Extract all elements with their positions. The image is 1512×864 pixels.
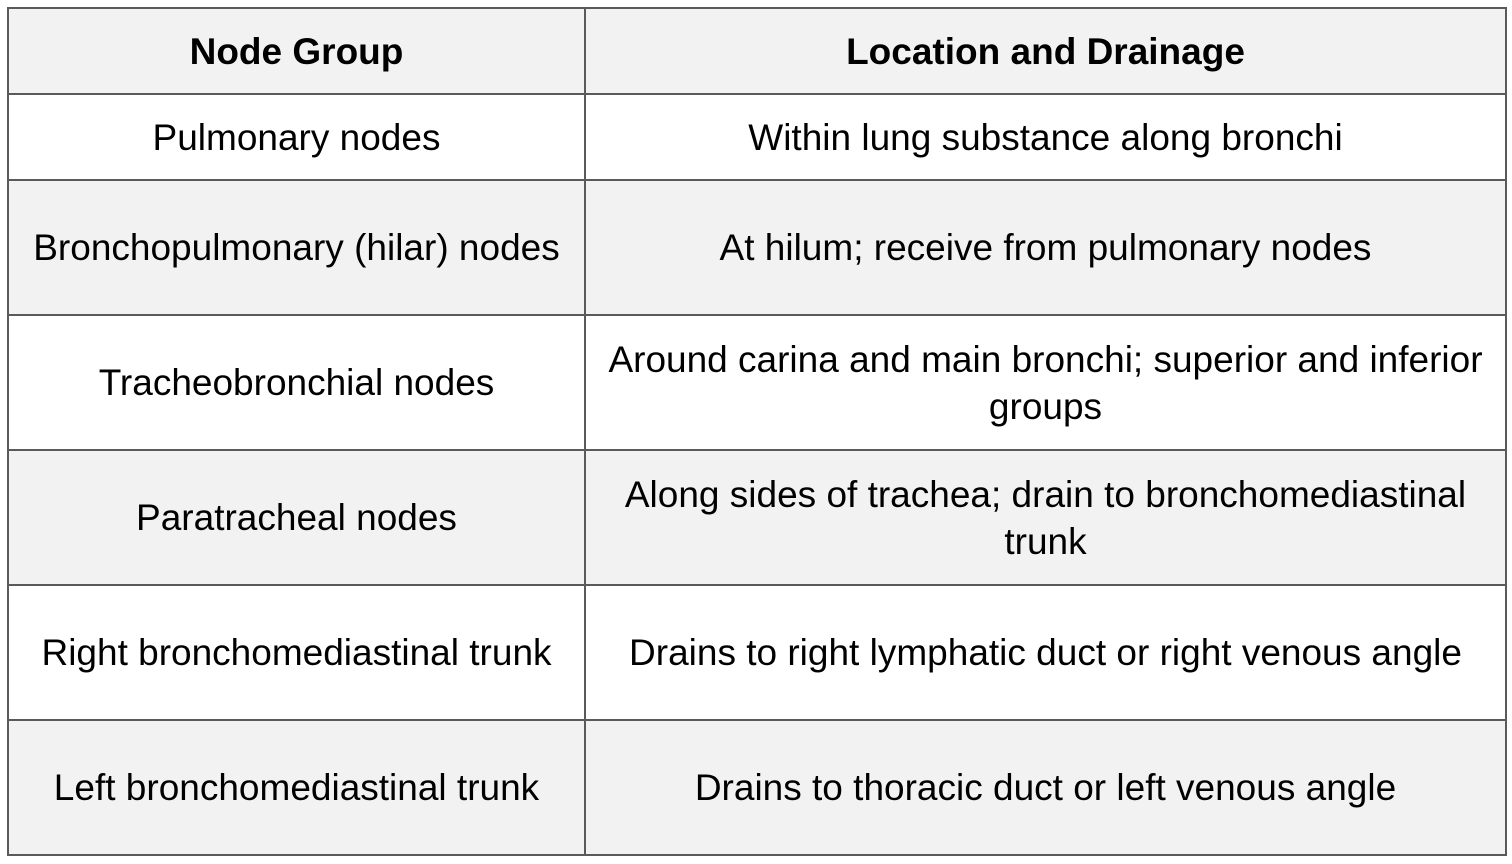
cell-location-drainage: Along sides of trachea; drain to broncho… [584,449,1507,586]
cell-location-drainage: At hilum; receive from pulmonary nodes [584,179,1507,316]
cell-node-group: Pulmonary nodes [7,93,586,181]
lymph-node-table: Node Group Location and Drainage Pulmona… [7,7,1507,856]
cell-location-drainage: Drains to right lymphatic duct or right … [584,584,1507,721]
table-row: Tracheobronchial nodes Around carina and… [7,314,1507,451]
lymph-node-table-container: Node Group Location and Drainage Pulmona… [7,7,1507,856]
cell-location-drainage: Within lung substance along bronchi [584,93,1507,181]
cell-node-group: Bronchopulmonary (hilar) nodes [7,179,586,316]
header-location-drainage: Location and Drainage [584,7,1507,95]
cell-location-drainage: Drains to thoracic duct or left venous a… [584,719,1507,856]
table-row: Right bronchomediastinal trunk Drains to… [7,584,1507,721]
table-row: Paratracheal nodes Along sides of trache… [7,449,1507,586]
header-node-group: Node Group [7,7,586,95]
cell-node-group: Right bronchomediastinal trunk [7,584,586,721]
cell-location-drainage: Around carina and main bronchi; superior… [584,314,1507,451]
cell-node-group: Tracheobronchial nodes [7,314,586,451]
cell-node-group: Paratracheal nodes [7,449,586,586]
table-row: Left bronchomediastinal trunk Drains to … [7,719,1507,856]
table-row: Pulmonary nodes Within lung substance al… [7,93,1507,181]
table-header-row: Node Group Location and Drainage [7,7,1507,95]
table-row: Bronchopulmonary (hilar) nodes At hilum;… [7,179,1507,316]
cell-node-group: Left bronchomediastinal trunk [7,719,586,856]
